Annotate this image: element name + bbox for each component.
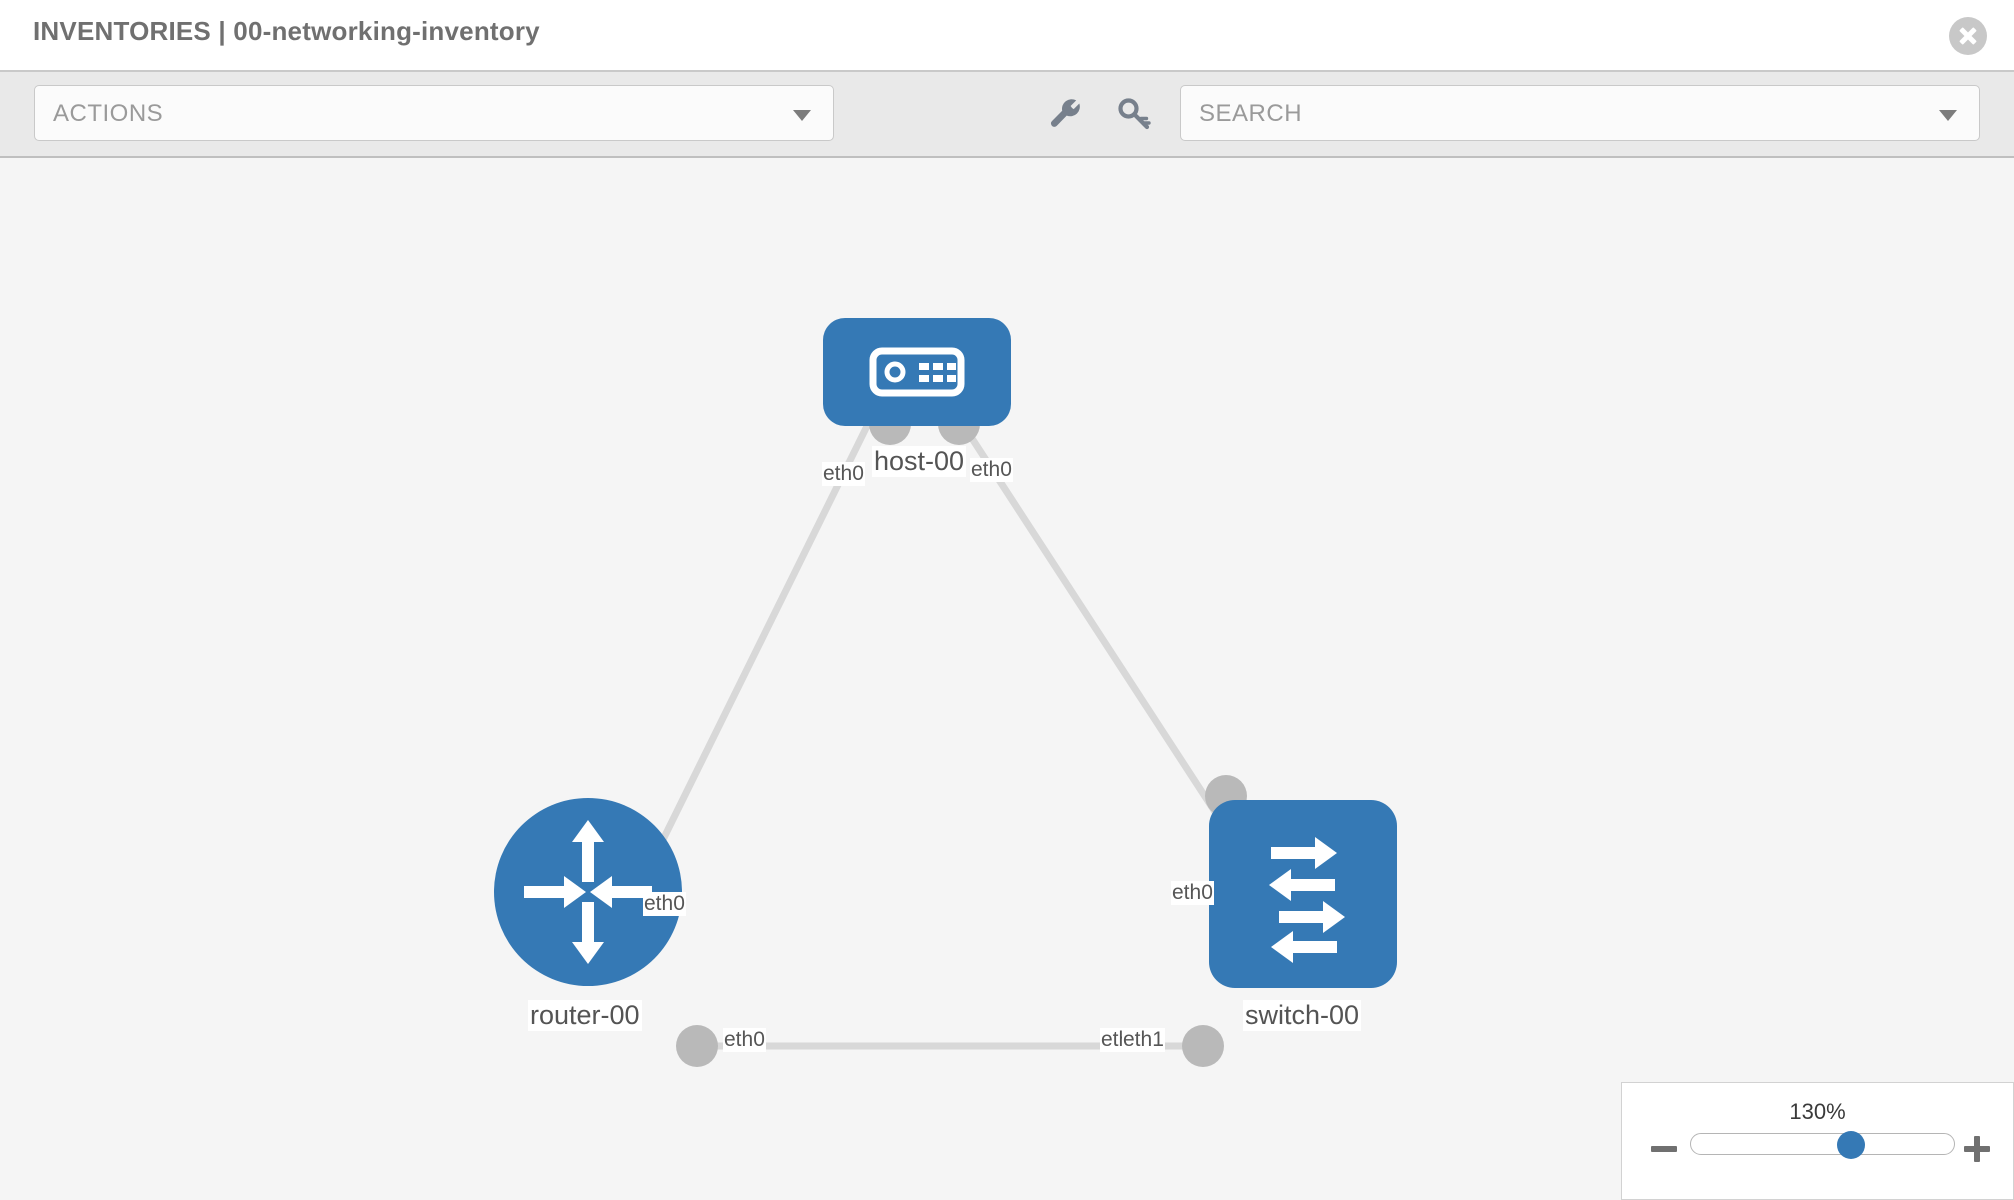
topology-links-layer xyxy=(644,418,1248,1050)
node-label-switch-00: switch-00 xyxy=(1243,1000,1362,1031)
link-host00-switch00[interactable] xyxy=(957,418,1248,860)
port-label-switch00-up: eth0 xyxy=(1171,881,1214,905)
actions-dropdown-label: ACTIONS xyxy=(53,100,164,127)
link-host00-router00[interactable] xyxy=(644,418,874,872)
search-placeholder: SEARCH xyxy=(1199,100,1303,127)
key-icon[interactable] xyxy=(1114,94,1154,134)
server-icon xyxy=(869,347,965,397)
zoom-slider-track[interactable] xyxy=(1690,1133,1955,1155)
zoom-out-button[interactable] xyxy=(1651,1136,1677,1162)
zoom-control-panel: 130% xyxy=(1621,1082,2014,1200)
page-title: INVENTORIES | 00-networking-inventory xyxy=(33,16,540,46)
port-label-router00-right: eth0 xyxy=(723,1028,766,1052)
toolbar: ACTIONS SEARCH xyxy=(0,70,2014,156)
port-label-host00-left: eth0 xyxy=(822,462,865,486)
close-icon[interactable] xyxy=(1949,17,1987,55)
window-header: INVENTORIES | 00-networking-inventory xyxy=(0,0,2014,70)
actions-dropdown[interactable]: ACTIONS xyxy=(34,85,834,141)
node-switch-00[interactable] xyxy=(1209,800,1397,988)
zoom-slider-thumb[interactable] xyxy=(1836,1131,1865,1159)
port-label-switch00-left: eth1 xyxy=(1122,1028,1165,1052)
node-label-host-00: host-00 xyxy=(872,446,967,477)
switch-arrows-icon xyxy=(1269,837,1345,963)
search-input[interactable]: SEARCH xyxy=(1180,85,1980,141)
node-host-00[interactable] xyxy=(823,318,1011,426)
wrench-icon[interactable] xyxy=(1046,94,1086,134)
port-router00-right[interactable] xyxy=(676,1025,718,1067)
port-label-router00-up: eth0 xyxy=(643,892,686,916)
plus-icon-vertical xyxy=(1974,1136,1980,1162)
router-arrows-icon xyxy=(524,820,652,964)
chevron-down-icon xyxy=(793,110,811,121)
zoom-in-button[interactable] xyxy=(1964,1136,1990,1162)
zoom-level-label: 130% xyxy=(1789,1099,1846,1124)
chevron-down-icon[interactable] xyxy=(1939,110,1957,121)
port-label-host00-right: eth0 xyxy=(970,458,1013,482)
port-switch00-left[interactable] xyxy=(1182,1025,1224,1067)
topology-canvas[interactable]: host-00 eth0 eth0 xyxy=(0,156,2014,1200)
node-label-router-00: router-00 xyxy=(528,1000,642,1031)
minus-icon xyxy=(1651,1146,1677,1152)
